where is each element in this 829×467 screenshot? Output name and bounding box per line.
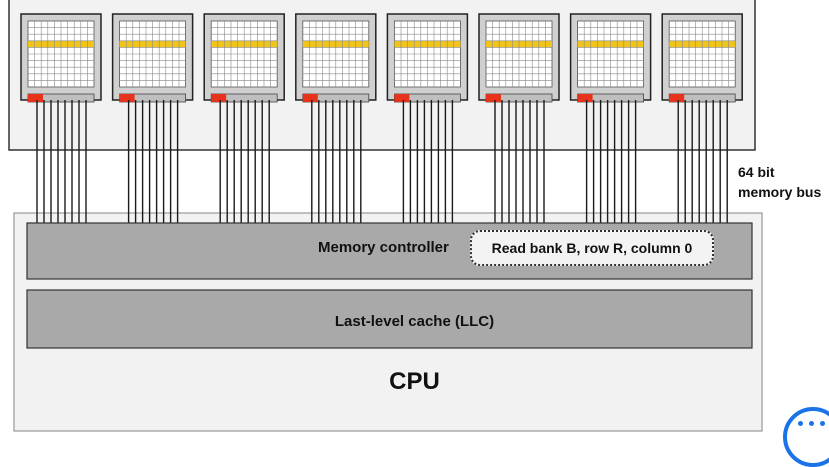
chat-bubble-icon[interactable] (783, 407, 829, 467)
dram-chip (478, 13, 560, 103)
cpu-label: CPU (389, 368, 440, 395)
bus-wire-group (585, 100, 637, 226)
dram-chip (20, 13, 102, 103)
row-buffer-active (28, 94, 43, 102)
row-buffer-active (577, 94, 593, 102)
dram-chip (661, 13, 743, 103)
row-buffer-active (394, 94, 410, 102)
row-buffer-active (302, 94, 318, 102)
bus-wire-group (219, 100, 270, 226)
bus-wire-group (311, 100, 362, 226)
row-buffer-active (211, 94, 227, 102)
llc-label: Last-level cache (LLC) (334, 313, 495, 330)
dram-chip (386, 13, 469, 103)
dram-chip (111, 13, 194, 103)
row-buffer-active (486, 94, 501, 102)
bus-label-line2: memory bus (738, 184, 822, 200)
bus-wire-group (36, 100, 87, 226)
bus-wire-group (402, 100, 454, 226)
memory-controller-label: Memory controller (318, 239, 449, 256)
bus-wire-group (127, 100, 179, 226)
diagram-canvas (8, 0, 763, 432)
bus-label: 64 bit memory bus (738, 162, 821, 202)
dram-diagram: 64 bit memory bus Memory controller Read… (8, 0, 829, 467)
bus-wire-group (494, 100, 545, 226)
bus-label-line1: 64 bit (738, 164, 775, 180)
command-box: Read bank B, row R, column 0 (470, 230, 714, 266)
bus-wire-group (677, 100, 728, 226)
llc-block (26, 289, 753, 349)
row-buffer-active (119, 94, 135, 102)
dram-chip (203, 13, 285, 103)
row-buffer-active (669, 94, 685, 102)
dram-chip (295, 13, 377, 103)
dram-chip (569, 13, 652, 103)
